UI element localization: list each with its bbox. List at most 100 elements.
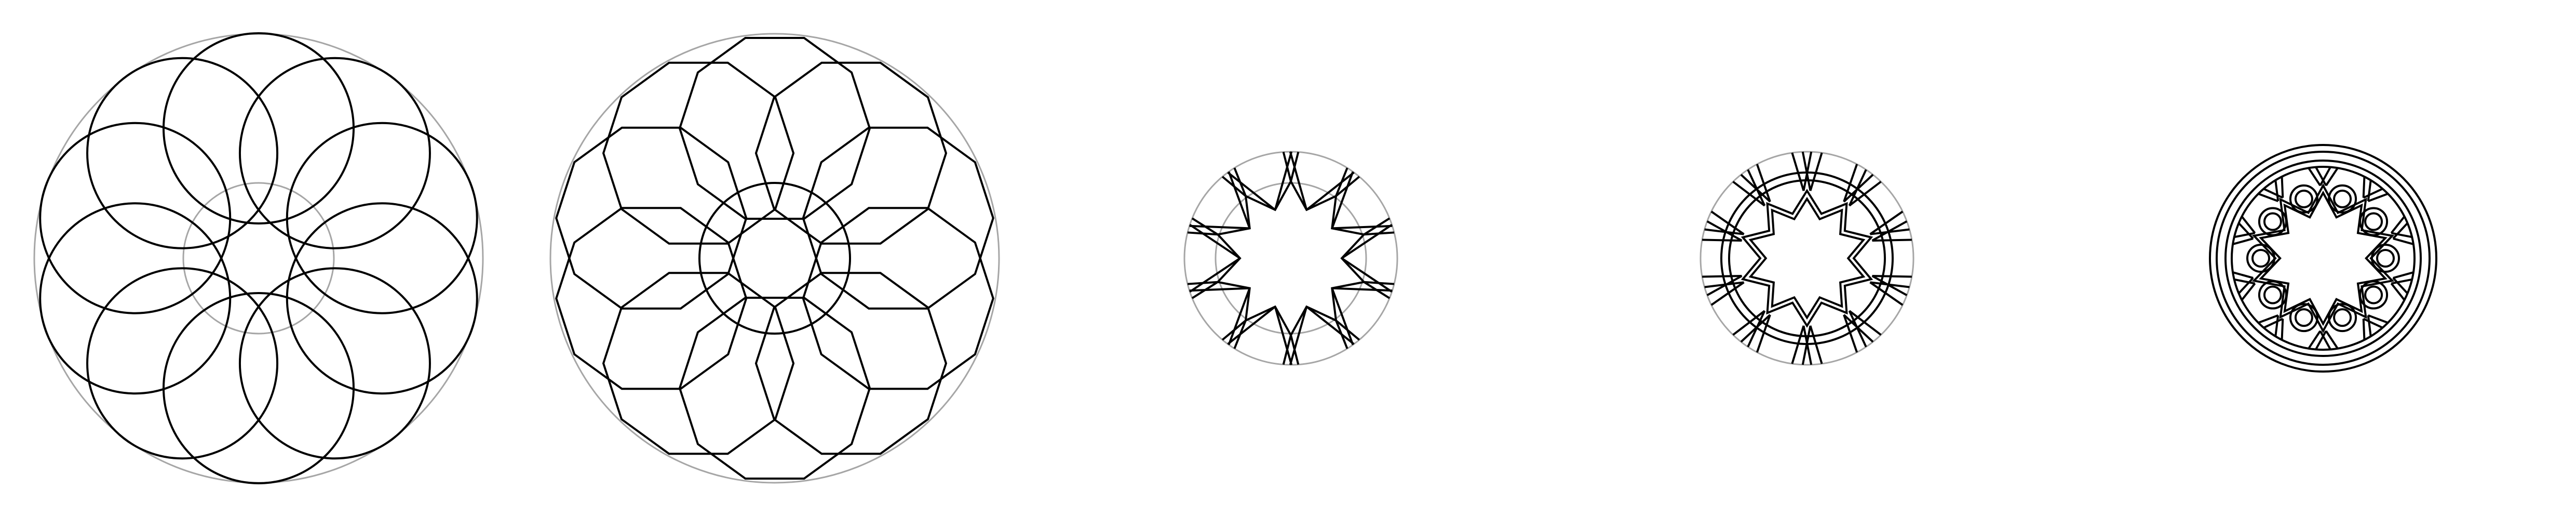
interlace-strap	[2308, 330, 2322, 349]
chord-line	[1227, 306, 1276, 345]
interlace-strap	[2308, 167, 2322, 187]
double-spoke	[1732, 180, 1765, 207]
double-spoke	[1870, 281, 1910, 288]
interlace-loop-inner	[2333, 189, 2352, 208]
chord-line	[1341, 223, 1393, 259]
double-spoke	[1791, 152, 1805, 191]
double-spoke	[1872, 239, 1912, 242]
double-spoke	[1848, 169, 1867, 206]
interlace-strap	[2241, 216, 2256, 234]
interlace-loop-inner	[2294, 189, 2313, 208]
petal-circle	[238, 57, 431, 249]
interlace-loop	[2246, 244, 2275, 273]
chord-line	[1306, 306, 1355, 345]
double-spoke	[1710, 281, 1745, 306]
decagonal-rosette-diagram	[549, 33, 1000, 484]
interlace-strap	[2281, 176, 2284, 198]
interlace-loop	[2289, 184, 2318, 214]
chord-line	[1332, 224, 1393, 230]
double-spoke	[1704, 228, 1744, 235]
interlace-strap	[2232, 237, 2254, 245]
petal-polygon	[754, 272, 948, 455]
interlace-strap	[2390, 283, 2406, 301]
star-lattice-diagram	[1183, 151, 1398, 366]
chord-line	[1228, 171, 1251, 229]
interlace-strap	[2325, 167, 2339, 187]
chord-line	[1332, 287, 1393, 292]
interlace-strap	[2274, 180, 2280, 202]
interlace-strap	[2367, 180, 2372, 202]
petal-circle	[238, 267, 431, 460]
double-spoke	[1849, 180, 1882, 207]
chord-line	[1274, 151, 1293, 210]
interlace-strap	[2368, 193, 2389, 202]
double-spoke	[1843, 314, 1858, 353]
interlace-strap	[2241, 283, 2256, 301]
outer-guide-circle	[1700, 151, 1914, 366]
interlace-strap	[2238, 277, 2254, 294]
interlace-strap	[2391, 278, 2412, 285]
interlace-strap	[2368, 314, 2389, 324]
interlace-strap	[2274, 315, 2280, 337]
double-spoke	[1756, 314, 1771, 353]
chord-line	[1341, 257, 1393, 293]
interlace-loop	[2258, 207, 2287, 236]
chord-line	[1227, 171, 1276, 211]
inner-border-inner	[2231, 166, 2416, 351]
chord-line	[1306, 171, 1355, 211]
petal-polygon	[678, 36, 871, 220]
star-inner-strap	[1748, 196, 1866, 320]
interlace-strap	[2325, 330, 2339, 349]
double-spoke	[1871, 220, 1908, 242]
double-spoke	[1756, 164, 1771, 202]
border-inner	[2216, 151, 2431, 366]
overlapping-circles-diagram	[33, 32, 484, 484]
interlace-loop	[2359, 280, 2389, 310]
double-spoke	[1869, 281, 1904, 306]
interlace-strap	[2393, 271, 2414, 279]
interlaced-knot-diagram	[2209, 144, 2437, 373]
petal-circle	[86, 267, 279, 460]
chord-line	[1189, 257, 1241, 293]
interlace-loop-inner	[2263, 212, 2282, 231]
double-spoke	[1710, 210, 1745, 235]
interlace-strap	[2315, 166, 2327, 187]
interlace-strap	[2391, 232, 2412, 239]
knot-star-outer	[2251, 183, 2395, 334]
interlace-strap	[2363, 317, 2383, 329]
interlace-strap	[2232, 271, 2254, 279]
interlace-strap	[2319, 166, 2331, 187]
petal-circle	[86, 57, 279, 249]
center-circle	[698, 182, 851, 335]
petal-circle	[286, 202, 478, 395]
double-spoke	[1791, 325, 1805, 364]
interlace-loop-inner	[2364, 285, 2383, 305]
interlace-strap	[2234, 232, 2256, 239]
interlace-strap	[2258, 193, 2278, 202]
interlace-strap	[2393, 237, 2414, 245]
double-spoke	[1809, 152, 1823, 191]
double-spoke	[1706, 275, 1743, 296]
knot-star-inner	[2259, 190, 2388, 326]
inner-guide-circle	[182, 182, 335, 335]
chord-line	[1331, 287, 1354, 346]
interlace-loop-inner	[2376, 249, 2395, 268]
chord-line	[1289, 151, 1308, 210]
double-spoke	[1740, 174, 1771, 203]
interlace-loop	[2328, 303, 2357, 333]
double-spoke	[1702, 274, 1742, 278]
interlace-loop	[2359, 207, 2389, 236]
double-spoke	[1732, 310, 1765, 336]
double-spoke	[1849, 310, 1882, 336]
interlace-strap	[2319, 330, 2331, 350]
petal-polygon	[802, 207, 994, 390]
petal-polygon	[555, 126, 748, 310]
petal-polygon	[555, 207, 748, 390]
ring-inner	[1728, 179, 1886, 337]
interlace-strap	[2392, 222, 2408, 240]
interlace-loop	[2258, 280, 2287, 310]
interlace-loop-inner	[2263, 285, 2282, 305]
petal-polygon	[754, 61, 948, 245]
